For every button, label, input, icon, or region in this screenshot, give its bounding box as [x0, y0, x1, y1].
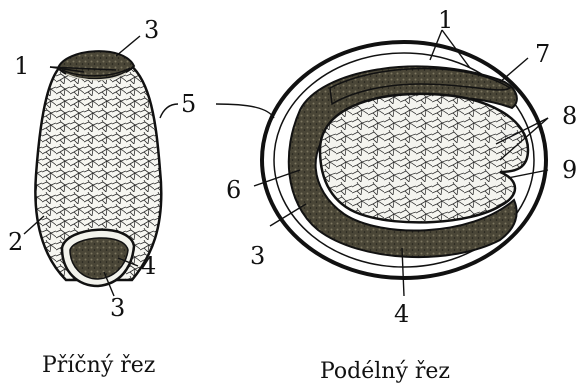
label-3-top: 3	[144, 16, 159, 44]
label-1: 1	[14, 52, 29, 80]
label-1-long: 1	[438, 6, 453, 34]
label-6: 6	[226, 176, 241, 204]
endosperm	[320, 94, 528, 223]
label-3-bottom: 3	[110, 294, 125, 322]
cross-section-figure: 3 1 5 2 4 3 Příčný řez	[8, 16, 196, 378]
label-2: 2	[8, 228, 23, 256]
caption-longitudinal-section: Podélný řez	[320, 359, 450, 383]
label-9: 9	[562, 156, 577, 184]
label-7: 7	[535, 40, 550, 68]
label-5: 5	[181, 90, 196, 118]
caption-cross-section: Příčný řez	[42, 353, 155, 378]
label-8: 8	[562, 102, 577, 130]
label-4-long: 4	[394, 300, 409, 328]
label-3-long: 3	[250, 242, 265, 270]
longitudinal-section-figure: 1 7 8 9 6 3 4 Podélný řez	[216, 6, 577, 383]
label-4: 4	[141, 252, 156, 280]
